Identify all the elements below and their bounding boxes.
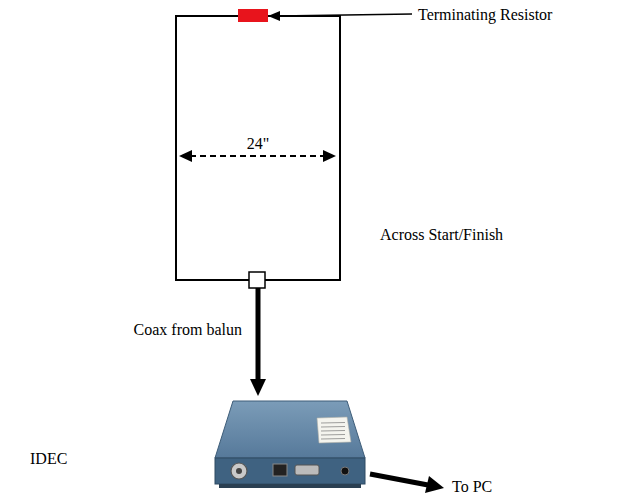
power-jack <box>341 467 349 475</box>
rj45-port <box>273 464 287 476</box>
device-sticker <box>317 417 351 443</box>
sticker-print <box>321 434 345 436</box>
bnc-connector <box>231 463 247 479</box>
part-label: Terminating Resistor <box>418 6 552 24</box>
sticker-print <box>321 438 345 440</box>
sticker-print <box>321 422 345 424</box>
device-front <box>215 458 365 484</box>
bnc-core <box>236 468 242 474</box>
arrow-head <box>250 379 266 396</box>
decoder-illustration <box>213 398 367 492</box>
coax-line <box>256 281 261 382</box>
device-foot <box>219 484 361 488</box>
device-top <box>215 401 365 458</box>
sensor-loop: 24" <box>175 15 341 281</box>
device-name: IDEC <box>30 450 67 468</box>
note-label: Across Start/Finish <box>380 226 503 244</box>
output-label: To PC <box>452 478 492 496</box>
dimension-label: 24" <box>247 135 270 153</box>
sticker-print <box>321 430 345 432</box>
sticker-print <box>321 426 345 428</box>
idec-decoder: IDEC <box>213 398 367 492</box>
serial-port <box>295 465 319 475</box>
edge-label: Coax from balun <box>134 321 242 339</box>
to-pc-arrow <box>370 474 444 493</box>
coax-arrow <box>250 281 266 396</box>
